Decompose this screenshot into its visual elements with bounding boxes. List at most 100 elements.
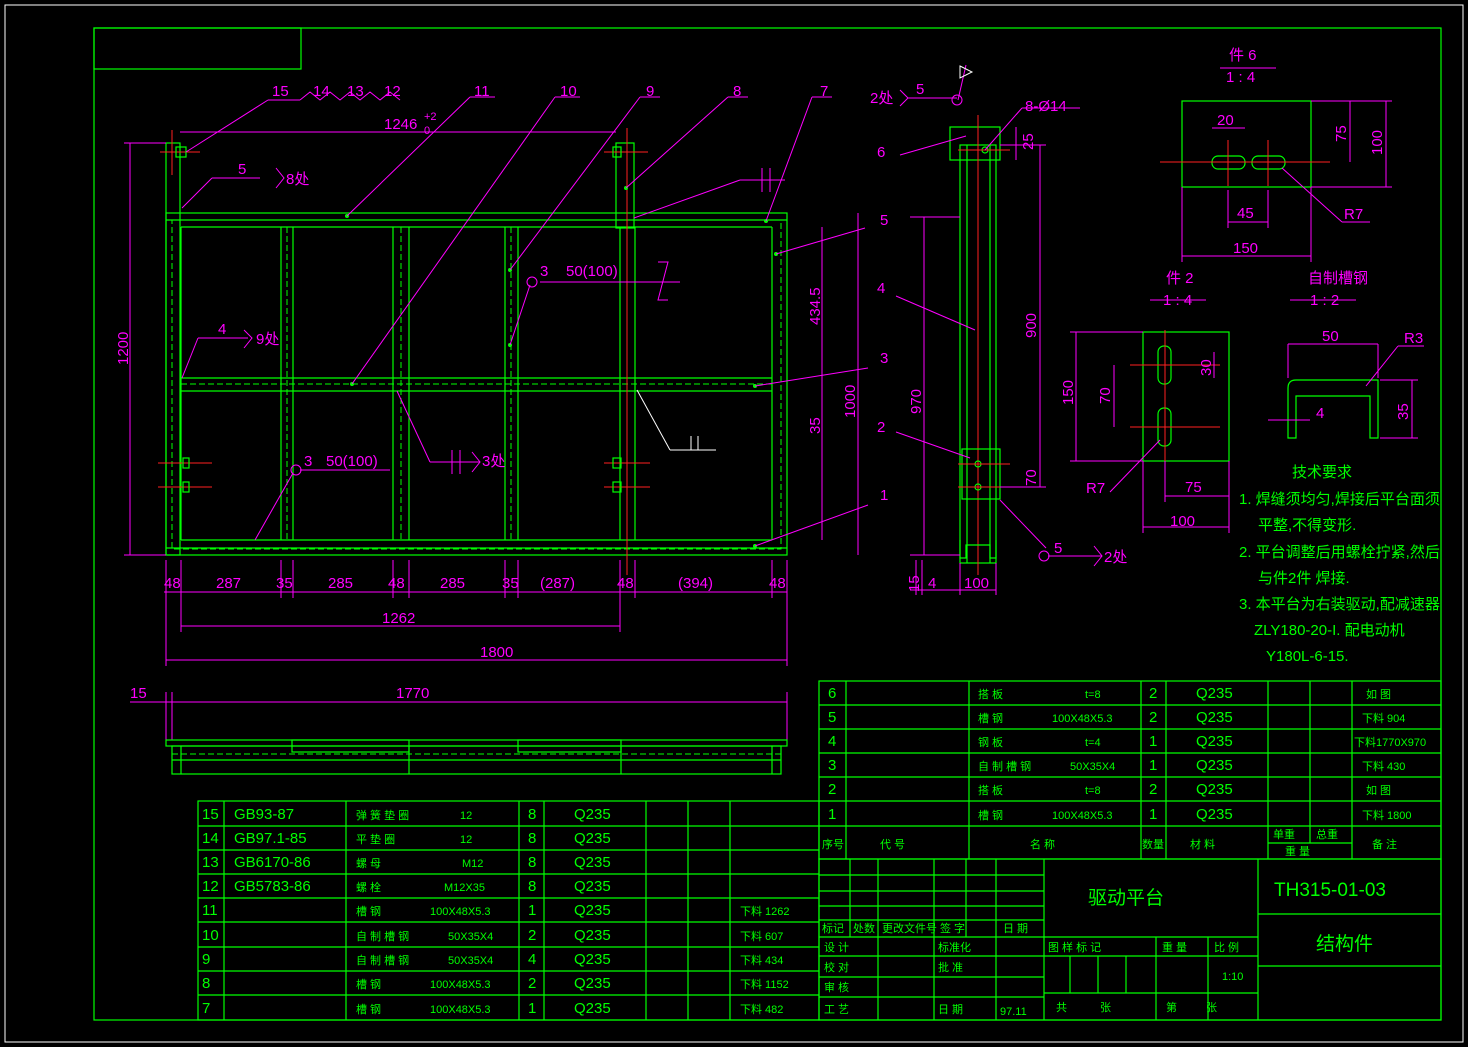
svg-text:平 垫 圈: 平 垫 圈	[356, 832, 395, 846]
balloon-11: 11	[474, 83, 490, 100]
balloon-7: 7	[820, 83, 828, 100]
svg-text:张: 张	[1100, 1001, 1111, 1014]
weld-count-bottom: 2处	[1104, 549, 1127, 566]
svg-text:Q235: Q235	[574, 975, 611, 992]
table-row: 14 GB97.1-85 平 垫 圈 12 8 Q235	[202, 830, 611, 847]
table-row: 4 钢 板 t=4 1 Q235 下料1770X970	[828, 733, 1426, 750]
balloon-9: 9	[646, 83, 654, 100]
svg-text:日 期: 日 期	[1003, 922, 1028, 935]
svg-text:M12X35: M12X35	[444, 882, 485, 894]
dim-1000: 1000	[842, 385, 859, 418]
dim-4-side: 4	[928, 575, 936, 592]
table-row: 13 GB6170-86 螺 母 M12 8 Q235	[202, 854, 611, 871]
ch-dim-r3: R3	[1404, 330, 1423, 347]
detail-part2-title: 件 2	[1166, 270, 1194, 287]
parts-table-lower-grid	[197, 800, 820, 1021]
weld-note-1-size: 5	[238, 161, 246, 178]
balloon-10: 10	[560, 83, 577, 100]
svg-text:GB5783-86: GB5783-86	[234, 878, 311, 895]
dim-15-side: 15	[906, 575, 923, 592]
title-block-text: 驱动平台 TH315-01-03 结构件 1:10 97.11 标记 处数 更改…	[822, 880, 1386, 1018]
detail-part2-scale: 1 : 4	[1163, 292, 1192, 309]
svg-text:槽 钢: 槽 钢	[978, 712, 1003, 725]
drawing-number: TH315-01-03	[1274, 880, 1386, 901]
svg-text:搭 板: 搭 板	[978, 783, 1003, 797]
tech-notes: 技术要求 1. 焊缝须均匀,焊接后平台面须 平整,不得变形. 2. 平台调整后用…	[1239, 464, 1440, 665]
svg-text:Q235: Q235	[1196, 709, 1233, 726]
tech-note-line-7: Y180L-6-15.	[1266, 648, 1349, 665]
svg-text:张: 张	[1206, 1001, 1217, 1014]
svg-text:14: 14	[202, 830, 219, 847]
svg-text:t=4: t=4	[1085, 737, 1101, 749]
parts-table-lower-text: 15 GB93-87 弹 簧 垫 圈 12 8 Q235 14 GB97.1-8…	[202, 806, 790, 1017]
dim-b-287p: (287)	[540, 575, 575, 592]
p6-dim-100: 100	[1369, 130, 1386, 155]
svg-text:设 计: 设 计	[824, 941, 849, 954]
svg-text:GB6170-86: GB6170-86	[234, 854, 311, 871]
weld-note-4-size: 3	[304, 453, 312, 470]
table-row: 10 自 制 槽 钢 50X35X4 2 Q235 下料 607	[202, 927, 783, 944]
svg-text:标准化: 标准化	[938, 940, 971, 954]
balloon-15: 15	[272, 83, 289, 100]
table-row: 7 槽 钢 100X48X5.3 1 Q235 下料 482	[202, 1000, 783, 1017]
side-callouts: 8-Ø14 2处 2处 5 5	[870, 81, 1127, 566]
svg-text:工 艺: 工 艺	[824, 1003, 849, 1016]
table-row: 5 槽 钢 100X48X5.3 2 Q235 下料 904	[828, 709, 1405, 726]
dim-970: 970	[908, 389, 925, 414]
svg-text:材 料: 材 料	[1190, 837, 1215, 851]
svg-text:批 准: 批 准	[938, 960, 963, 974]
svg-text:12: 12	[460, 834, 472, 846]
svg-text:8: 8	[202, 975, 210, 992]
svg-text:Q235: Q235	[574, 878, 611, 895]
svg-text:审 核: 审 核	[824, 980, 849, 994]
balloon-labels: 15 14 13 12 11 10 9 8 7 6 5 4 3 2 1	[272, 83, 888, 504]
table-row: 1 槽 钢 100X48X5.3 1 Q235 下料 1800	[828, 806, 1412, 823]
title-block-grid	[818, 858, 1442, 1021]
svg-text:Q235: Q235	[574, 806, 611, 823]
svg-text:15: 15	[202, 806, 219, 823]
svg-text:如 图: 如 图	[1366, 687, 1391, 701]
balloon-6: 6	[877, 144, 885, 161]
weld-note-4-spec: 50(100)	[326, 453, 378, 470]
ch-dim-35: 35	[1395, 403, 1412, 420]
svg-text:50X35X4: 50X35X4	[448, 955, 493, 967]
svg-text:序号: 序号	[822, 837, 844, 851]
dim-b-48d: 48	[769, 575, 786, 592]
weld-count-top: 2处	[870, 90, 893, 107]
p2-dim-30: 30	[1198, 359, 1215, 376]
detail-channel-scale: 1 : 2	[1310, 292, 1339, 309]
svg-text:1: 1	[528, 1000, 536, 1017]
svg-text:12: 12	[202, 878, 219, 895]
table-row: 9 自 制 槽 钢 50X35X4 4 Q235 下料 434	[202, 951, 783, 968]
weld-mark-ii	[636, 389, 716, 451]
svg-text:名 称: 名 称	[1030, 837, 1055, 851]
svg-text:重 量: 重 量	[1162, 940, 1187, 954]
detail-part6-title: 件 6	[1229, 47, 1257, 64]
svg-text:13: 13	[202, 854, 219, 871]
balloon-5: 5	[880, 212, 888, 229]
svg-text:自 制 槽 钢: 自 制 槽 钢	[978, 760, 1031, 773]
svg-text:50X35X4: 50X35X4	[448, 931, 493, 943]
table-row: 6 搭 板 t=8 2 Q235 如 图	[828, 685, 1391, 702]
table-row: 11 槽 钢 100X48X5.3 1 Q235 下料 1262	[202, 902, 790, 919]
svg-text:8: 8	[528, 806, 536, 823]
detail-channel	[1268, 299, 1424, 439]
dim-25: 25	[1020, 133, 1037, 150]
balloon-1: 1	[880, 487, 888, 504]
p6-dim-20: 20	[1217, 112, 1234, 129]
drawing-date: 97.11	[1000, 1006, 1027, 1018]
svg-text:1: 1	[528, 902, 536, 919]
dim-15: 15	[130, 685, 147, 702]
table-row: 2 搭 板 t=8 2 Q235 如 图	[828, 781, 1391, 798]
svg-text:钢 板: 钢 板	[978, 735, 1003, 749]
tech-note-line-4: 与件2件 焊接.	[1258, 570, 1350, 587]
svg-text:校 对: 校 对	[824, 960, 849, 974]
side-view	[949, 115, 1010, 575]
svg-text:槽 钢: 槽 钢	[356, 905, 381, 918]
svg-text:2: 2	[828, 781, 836, 798]
svg-text:Q235: Q235	[1196, 806, 1233, 823]
svg-text:2: 2	[528, 927, 536, 944]
tech-note-line-2: 平整,不得变形.	[1258, 517, 1356, 534]
drawing-scale: 1:10	[1222, 971, 1243, 983]
